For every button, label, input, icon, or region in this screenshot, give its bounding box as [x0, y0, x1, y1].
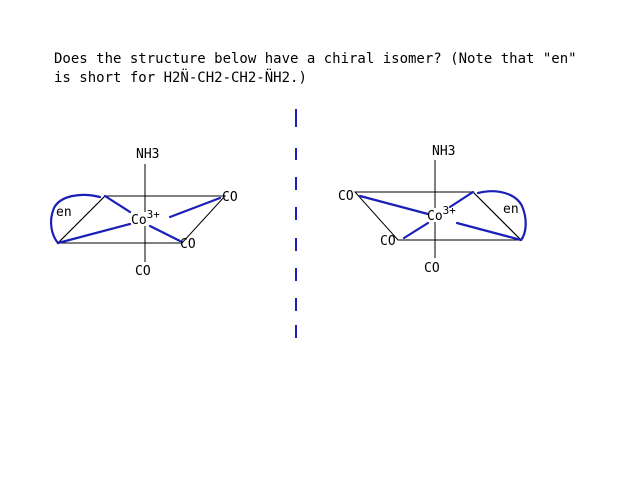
left-en-label: en	[56, 205, 72, 220]
left-co-right-label: CO	[222, 190, 238, 205]
right-en-label: en	[503, 202, 519, 217]
right-en-bond-back	[448, 190, 475, 209]
left-en-chelate-arc	[49, 193, 102, 245]
left-co-bond-back	[168, 196, 222, 219]
left-co-front-label: CO	[180, 237, 196, 252]
right-en-chelate-arc	[476, 190, 527, 242]
right-metal-label: Co3+	[427, 204, 456, 224]
question-line-2-prefix: is short for	[54, 70, 164, 86]
right-co-front-label: CO	[380, 234, 396, 249]
right-en-bond-front	[455, 221, 523, 242]
left-metal-label: Co3+	[131, 208, 160, 228]
right-en-bond-thin	[472, 191, 522, 241]
right-nh3-label: NH3	[432, 144, 455, 159]
left-molecule: NH3 Co3+ CO CO CO en	[49, 147, 238, 279]
question-line-2: is short for H2N̈-CH2-CH2-N̈H2.)	[54, 69, 577, 88]
right-co-bottom-label: CO	[424, 261, 440, 276]
question-text: Does the structure below have a chiral i…	[54, 50, 577, 88]
left-co-bottom-label: CO	[135, 264, 151, 279]
en-formula: H2N̈-CH2-CH2-N̈H2.)	[163, 70, 307, 86]
left-en-bond-thin	[57, 195, 106, 244]
right-molecule: NH3 Co3+ CO CO CO en	[338, 144, 527, 276]
right-co-left-label: CO	[338, 189, 354, 204]
left-en-bond-back	[103, 194, 132, 214]
right-co-bond-back	[358, 194, 430, 216]
left-nh3-label: NH3	[136, 147, 159, 162]
left-co-bond-front	[148, 224, 182, 243]
question-line-1: Does the structure below have a chiral i…	[54, 51, 577, 67]
left-en-bond-front	[56, 222, 132, 245]
right-co-bond-front	[402, 221, 430, 240]
